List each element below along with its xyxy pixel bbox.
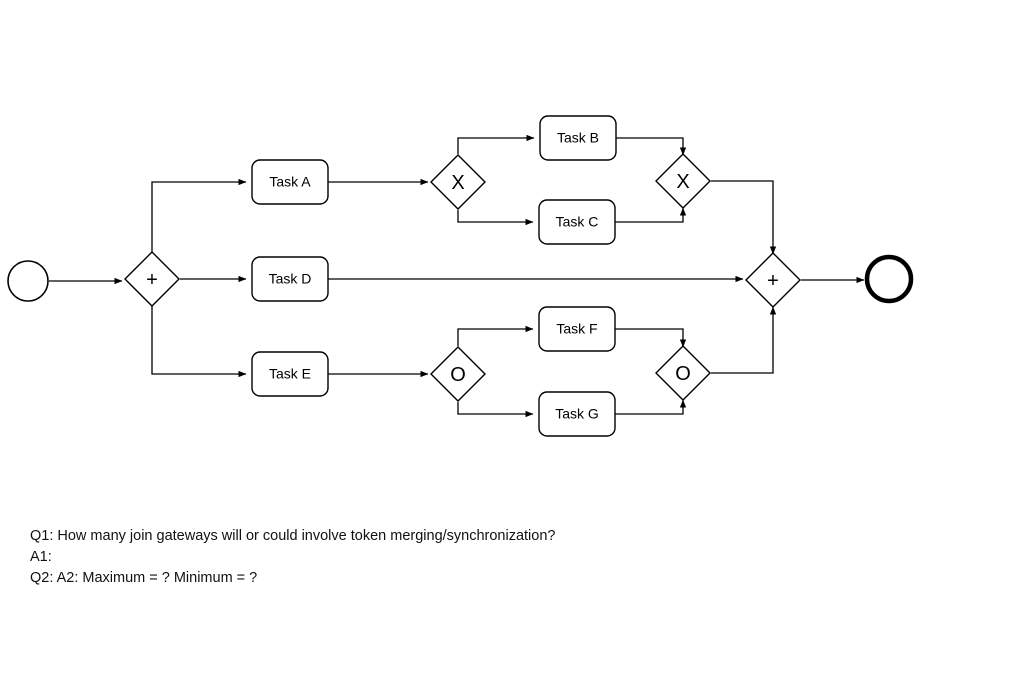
end-event[interactable]	[864, 254, 914, 304]
task-shape-task-b	[539, 115, 617, 161]
task-node-task-f[interactable]: Task F	[538, 306, 616, 352]
sequence-flow-f-b-xorjoin	[616, 137, 687, 156]
task-shape-task-g	[538, 391, 616, 437]
sequence-flow-f-or-f	[457, 325, 534, 346]
task-label-task-f: Task F	[556, 321, 597, 337]
gateway-node-xor-join[interactable]: X	[655, 153, 711, 209]
task-shape-task-a	[251, 159, 329, 205]
tasks-layer: Task A Task B Task C Task D Task E Task F Task…	[251, 115, 617, 437]
sequence-flow-f-g-orjoin	[615, 399, 687, 415]
task-shape-task-d	[251, 256, 329, 302]
task-shape-task-e	[251, 351, 329, 397]
gateway-symbol-and-join: +	[767, 270, 779, 292]
gateway-node-or-join[interactable]: O	[655, 345, 711, 401]
question-line-q1: Q1: How many join gateways will or could…	[30, 528, 556, 544]
sequence-flow-f-xorjoin-andjoin	[711, 180, 777, 255]
gateway-symbol-or-split: O	[450, 364, 466, 386]
task-shape-task-c	[538, 199, 616, 245]
gateway-shape-or-join	[655, 345, 711, 401]
gateways-layer: + X X O O +	[124, 153, 801, 402]
gateway-symbol-or-join: O	[675, 363, 691, 385]
task-node-task-d[interactable]: Task D	[251, 256, 329, 302]
sequence-flow-f-and-a	[151, 178, 247, 252]
gateway-shape-xor-join	[655, 153, 711, 209]
gateway-shape-and-split	[124, 251, 180, 307]
question-line-q2: Q2: A2: Maximum = ? Minimum = ?	[30, 570, 258, 586]
sequence-flow-f-f-orjoin	[615, 328, 687, 348]
sequence-flows-layer	[49, 134, 865, 418]
gateway-shape-or-split	[430, 346, 486, 402]
gateway-node-and-join[interactable]: +	[745, 252, 801, 308]
task-label-task-b: Task B	[557, 130, 599, 146]
gateway-node-and-split[interactable]: +	[124, 251, 180, 307]
task-shape-task-f	[538, 306, 616, 352]
answer-line-a1: A1:	[30, 549, 52, 565]
sequence-flow-f-and-e	[151, 306, 247, 378]
gateway-shape-and-join	[745, 252, 801, 308]
gateway-symbol-and-split: +	[146, 269, 158, 291]
start-event[interactable]	[7, 260, 49, 302]
task-label-task-d: Task D	[269, 271, 312, 287]
task-node-task-g[interactable]: Task G	[538, 391, 616, 437]
question-answer-block: Q1: How many join gateways will or could…	[30, 526, 850, 589]
task-node-task-a[interactable]: Task A	[251, 159, 329, 205]
sequence-flow-f-or-g	[457, 402, 534, 418]
task-label-task-g: Task G	[555, 406, 599, 422]
sequence-flow-f-xor-b	[457, 134, 535, 154]
events-layer	[7, 254, 914, 304]
gateway-shape-xor-split	[430, 154, 486, 210]
gateway-symbol-xor-join: X	[676, 171, 689, 193]
task-label-task-e: Task E	[269, 366, 311, 382]
task-node-task-c[interactable]: Task C	[538, 199, 616, 245]
sequence-flow-f-c-xorjoin	[615, 207, 687, 223]
gateway-symbol-xor-split: X	[451, 172, 464, 194]
task-node-task-b[interactable]: Task B	[539, 115, 617, 161]
task-label-task-c: Task C	[556, 214, 599, 230]
task-label-task-a: Task A	[269, 174, 311, 190]
gateway-node-or-split[interactable]: O	[430, 346, 486, 402]
sequence-flow-f-xor-c	[457, 210, 534, 226]
gateway-node-xor-split[interactable]: X	[430, 154, 486, 210]
task-node-task-e[interactable]: Task E	[251, 351, 329, 397]
sequence-flow-f-orjoin-andjoin	[711, 306, 777, 374]
